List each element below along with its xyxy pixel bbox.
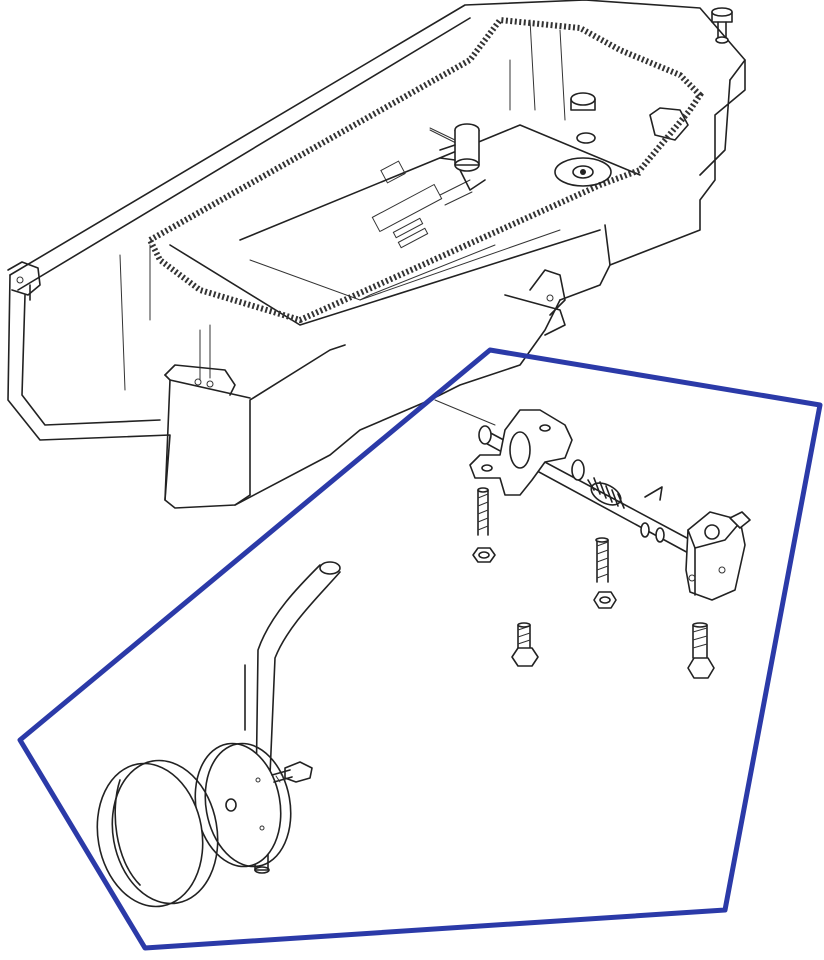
- strainer-rod-assembly: [469, 409, 751, 601]
- drain-plug: [711, 7, 733, 44]
- sump-drain: [554, 92, 612, 187]
- oil-pan: [7, 0, 746, 509]
- strainer-screw: [271, 761, 313, 783]
- oil-level-sensor: [439, 123, 486, 191]
- nut: [593, 591, 617, 609]
- bolt: [687, 622, 715, 679]
- oil-strainer: [96, 561, 341, 908]
- highlight-outline: [17, 347, 823, 951]
- floor-markings: [371, 160, 473, 249]
- nut: [472, 547, 496, 563]
- rod-spring: [587, 477, 625, 509]
- gasket: [146, 16, 704, 324]
- bolts: [472, 487, 715, 679]
- bolt: [477, 487, 489, 536]
- bolt: [511, 622, 539, 667]
- spring-bolt: [595, 537, 609, 583]
